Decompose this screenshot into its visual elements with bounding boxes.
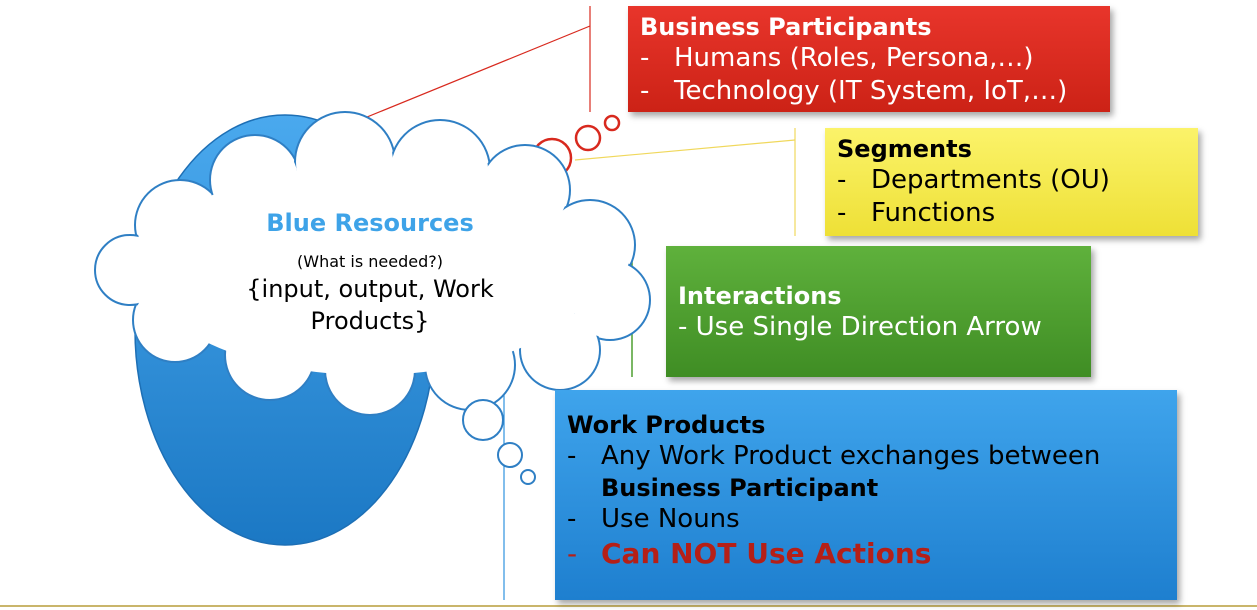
list-item-label: Functions <box>871 198 996 228</box>
bullet-dash: - <box>837 165 847 195</box>
connector-red-diagonal <box>344 25 591 127</box>
business-participants-box: Business Participants -Humans (Roles, Pe… <box>628 6 1110 112</box>
cloud-text: Blue Resources (What is needed?) {input,… <box>190 205 550 337</box>
work-products-box: Work Products -Any Work Product exchange… <box>555 390 1177 600</box>
segments-box: Segments -Departments (OU) -Functions <box>825 128 1198 236</box>
list-item-label: Humans (Roles, Persona,…) <box>674 43 1034 73</box>
blue-bubble-medium <box>497 442 523 468</box>
connector-yellow <box>574 139 796 161</box>
list-item-warning: -Can NOT Use Actions <box>567 536 1177 572</box>
bullet-dash: - <box>567 504 577 534</box>
list-item-warning-label: Can NOT Use Actions <box>601 537 932 570</box>
work-products-item1-continuation: Business Participant <box>601 474 879 502</box>
cloud-title: Blue Resources <box>266 209 474 237</box>
list-item-label: Any Work Product exchanges between <box>601 441 1101 471</box>
cloud-body-line2: Products} <box>310 307 430 335</box>
list-item: -Functions <box>837 197 1198 230</box>
list-item: -Any Work Product exchanges between <box>567 440 1177 473</box>
bullet-dash: - <box>640 76 650 106</box>
red-bubble-medium <box>574 124 602 152</box>
segments-title: Segments <box>837 135 972 163</box>
list-item: -Humans (Roles, Persona,…) <box>640 42 1110 75</box>
cloud-subtitle: (What is needed?) <box>297 252 443 271</box>
work-products-list-rest: -Use Nouns -Can NOT Use Actions <box>567 503 1177 572</box>
blue-bubble-small <box>520 469 536 485</box>
work-products-list: -Any Work Product exchanges between <box>567 440 1177 473</box>
bullet-dash: - <box>567 441 577 471</box>
list-item-label: Departments (OU) <box>871 165 1110 195</box>
list-item-label: Technology (IT System, IoT,…) <box>674 76 1068 106</box>
segments-list: -Departments (OU) -Functions <box>837 164 1198 230</box>
bullet-dash: - <box>837 198 847 228</box>
list-item: -Use Nouns <box>567 503 1177 536</box>
list-item: -Departments (OU) <box>837 164 1198 197</box>
interactions-box: Interactions - Use Single Direction Arro… <box>666 246 1091 377</box>
business-participants-title: Business Participants <box>640 13 932 41</box>
interactions-line: - Use Single Direction Arrow <box>678 312 1042 342</box>
interactions-title: Interactions <box>678 282 842 310</box>
list-item-label: Use Nouns <box>601 504 740 534</box>
work-products-title: Work Products <box>567 411 766 439</box>
cloud-body: {input, output, Work Products} <box>190 273 550 337</box>
list-item: -Technology (IT System, IoT,…) <box>640 75 1110 108</box>
bullet-dash: - <box>567 537 578 570</box>
blue-bubble-large <box>462 399 504 441</box>
business-participants-list: -Humans (Roles, Persona,…) -Technology (… <box>640 42 1110 108</box>
red-bubble-small <box>603 114 621 132</box>
cloud-fill <box>97 114 648 413</box>
cloud-body-line1: {input, output, Work <box>246 275 494 303</box>
bullet-dash: - <box>640 43 650 73</box>
